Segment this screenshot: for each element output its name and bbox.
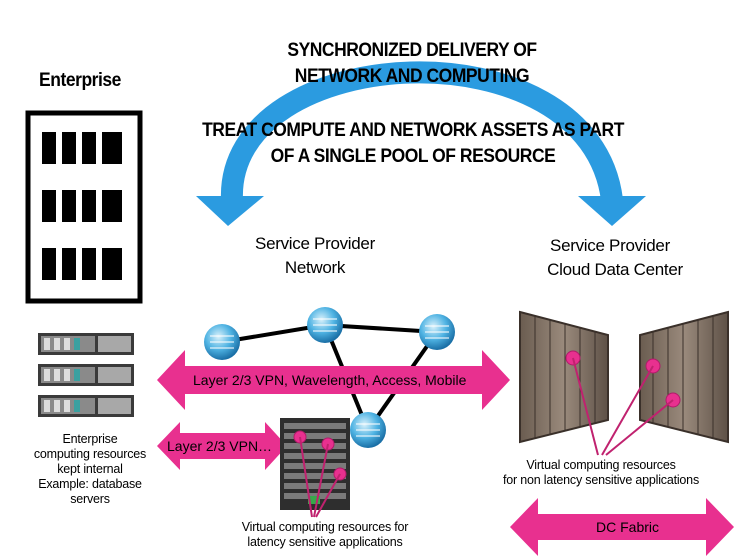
enterprise-label: Enterprise — [25, 70, 135, 92]
router-icon — [419, 314, 455, 350]
enterprise-building-icon — [25, 110, 143, 304]
sp-cloud-line-1-text: Service Provider — [550, 236, 670, 255]
enterprise-note: Enterprise computing resources kept inte… — [10, 432, 170, 507]
sp-network-line-1: Service Provider — [230, 234, 400, 254]
treat-line-1-text: TREAT COMPUTE AND NETWORK ASSETS AS PART — [202, 120, 624, 141]
sp-cloud-line-1: Service Provider — [520, 236, 700, 256]
enterprise-note-line-1: Enterprise — [62, 432, 118, 446]
dc-fabric-arrow-text: DC Fabric — [596, 519, 660, 535]
dc-fabric-arrow — [510, 498, 734, 556]
vpn-short-arrow-label: Layer 2/3 VPN… — [167, 438, 272, 454]
dc-fabric-arrow-label: DC Fabric — [596, 519, 659, 535]
non-latency-note: Virtual computing resources for non late… — [468, 458, 734, 488]
enterprise-note-line-2: computing resources — [33, 447, 147, 461]
treat-line-2: OF A SINGLE POOL OF RESOURCE — [197, 146, 629, 168]
enterprise-note-line-4: Example: database — [38, 477, 142, 491]
datacenter-rack-right-icon — [639, 310, 729, 444]
enterprise-server-stack-icon — [38, 333, 134, 417]
vpn-full-arrow-label: Layer 2/3 VPN, Wavelength, Access, Mobil… — [193, 372, 466, 388]
latency-note-line-1: Virtual computing resources for — [241, 520, 409, 534]
sp-network-line-2-text: Network — [284, 258, 346, 277]
treat-line-1: TREAT COMPUTE AND NETWORK ASSETS AS PART — [169, 120, 657, 142]
network-rack-icon — [280, 418, 350, 518]
enterprise-label-text: Enterprise — [39, 70, 121, 91]
vpn-short-arrow-text: Layer 2/3 VPN… — [167, 438, 273, 454]
latency-note-line-2: latency sensitive applications — [247, 535, 403, 549]
non-latency-note-line-1: Virtual computing resources — [526, 458, 676, 472]
sp-network-line-1-text: Service Provider — [255, 234, 375, 253]
title-line-1-text: SYNCHRONIZED DELIVERY OF — [287, 40, 537, 61]
treat-line-2-text: OF A SINGLE POOL OF RESOURCE — [270, 146, 556, 167]
enterprise-note-line-3: kept internal — [57, 462, 123, 476]
sp-cloud-line-2: Cloud Data Center — [525, 260, 705, 280]
title-and-word: AND — [385, 66, 423, 87]
vpn-full-arrow — [157, 350, 510, 410]
router-icon — [307, 307, 343, 343]
non-latency-note-line-2: for non latency sensitive applications — [503, 473, 699, 487]
router-icon — [204, 324, 240, 360]
latency-note: Virtual computing resources for latency … — [210, 520, 440, 550]
sp-cloud-line-2-text: Cloud Data Center — [547, 260, 683, 279]
vm-pointer-lines — [572, 357, 674, 456]
title-line-1: SYNCHRONIZED DELIVERY OF — [228, 40, 596, 62]
router-icon — [350, 412, 386, 448]
sp-network-line-2: Network — [230, 258, 400, 278]
vpn-full-arrow-text: Layer 2/3 VPN, Wavelength, Access, Mobil… — [193, 372, 467, 388]
title-network-word: NETWORK — [294, 66, 386, 87]
enterprise-note-line-5: servers — [70, 492, 110, 506]
title-line-2: NETWORK AND COMPUTING — [228, 66, 596, 88]
datacenter-rack-left-icon — [519, 310, 609, 444]
synchronization-arc-arrow — [196, 61, 646, 226]
title-computing-word: COMPUTING — [422, 66, 530, 87]
vpn-short-arrow — [157, 422, 287, 470]
